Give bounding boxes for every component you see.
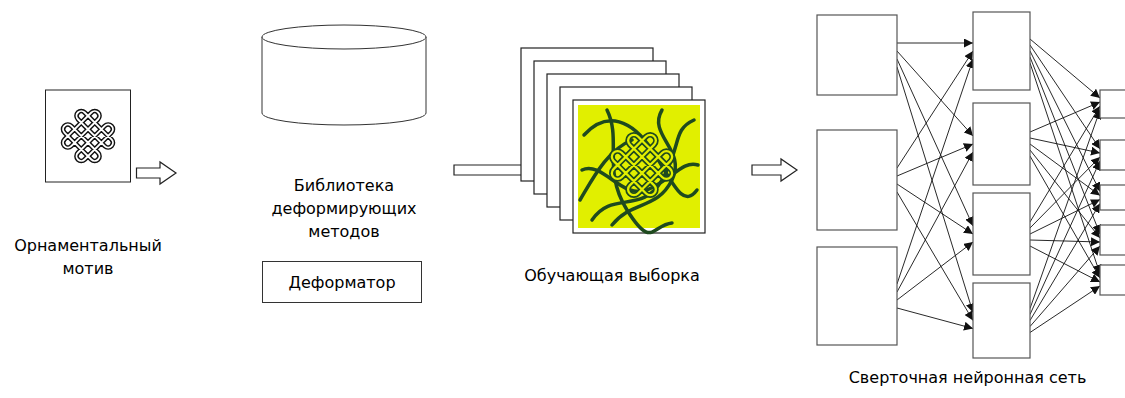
cnn-link [1030, 161, 1100, 315]
feature-map [817, 247, 897, 345]
feature-map [973, 12, 1030, 90]
cnn-node: Сверточная нейронная сеть [810, 5, 1125, 389]
database-cylinder [262, 25, 426, 125]
stack-shape [512, 40, 712, 240]
cnn-link [1030, 39, 1100, 98]
cnn-link [1030, 157, 1100, 228]
knot-motif [601, 124, 682, 205]
stack-node: Обучающая выборка [512, 40, 712, 287]
cnn-link [1030, 204, 1100, 321]
cylinder-body [262, 37, 426, 125]
node-label: Деформатор [288, 271, 395, 294]
feature-map [1100, 225, 1125, 255]
cnn-link [897, 43, 973, 44]
cnn-link [897, 308, 973, 329]
cnn-link [897, 59, 973, 226]
shape-holder [8, 88, 168, 184]
node-label: Сверточная нейронная сеть [810, 366, 1125, 389]
cnn-link [1030, 102, 1100, 132]
shape-holder [810, 5, 1125, 360]
cnn-link [1030, 110, 1100, 309]
node-label: Библиотека деформирующих методов [269, 174, 419, 243]
block-arrow [752, 159, 797, 181]
deformation-strokes [580, 110, 698, 233]
cnn-link [1030, 57, 1100, 234]
cnn-shape [810, 5, 1125, 360]
cnn-link [1030, 200, 1100, 235]
feature-map [1100, 140, 1125, 170]
feature-map [1100, 185, 1125, 210]
feature-map [817, 15, 897, 95]
motif-node: Орнаментальный мотив [8, 88, 168, 280]
knot-motif [54, 102, 121, 169]
box-node: Деформатор [262, 261, 422, 303]
cnn-link [1030, 246, 1100, 327]
cylinder-top [262, 25, 426, 49]
sample-page [573, 100, 705, 233]
cnn-link [1030, 240, 1100, 242]
cnn-link [1030, 63, 1100, 274]
cnn-link [897, 242, 973, 300]
cnn-link [897, 51, 973, 168]
cnn-link [1030, 286, 1100, 333]
knot-outline [54, 102, 121, 169]
sample-ground [578, 105, 700, 228]
feature-map [1100, 90, 1125, 118]
feature-map [973, 283, 1030, 358]
cnn-link [897, 184, 973, 234]
cnn-link [897, 192, 973, 321]
cnn-link [1030, 144, 1100, 196]
cylinder-shape [254, 20, 434, 110]
cylinder-node: Библиотека деформирующих методов [254, 20, 434, 243]
node-label: Обучающая выборка [512, 264, 712, 287]
feature-map [817, 130, 897, 230]
knot-inner [601, 124, 682, 205]
block-arrow [137, 162, 177, 184]
cnn-link [1030, 156, 1100, 278]
node-label: Орнаментальный мотив [9, 234, 167, 280]
feature-map [1100, 265, 1125, 295]
feature-map [973, 103, 1030, 185]
shape-holder [512, 40, 712, 240]
knot-inner [54, 102, 121, 169]
feature-map [973, 193, 1030, 275]
motif-frame [46, 90, 131, 182]
cnn-link [1030, 45, 1100, 149]
cnn-link [1030, 51, 1100, 192]
knot-outline [601, 124, 682, 205]
cnn-link [897, 67, 973, 313]
motif-shape [8, 88, 168, 184]
cnn-layers [817, 12, 1125, 358]
shape-holder [254, 20, 434, 110]
cnn-link [1030, 246, 1100, 282]
